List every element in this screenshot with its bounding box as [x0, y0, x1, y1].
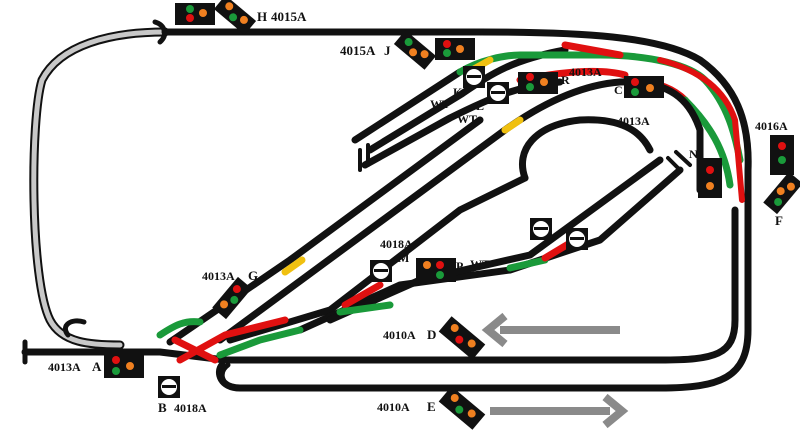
hidden-track: [29, 27, 170, 350]
label-c: C: [614, 83, 623, 97]
track-m-to-n-b: [326, 156, 664, 324]
label-f: F: [775, 213, 783, 228]
label-r: R: [561, 73, 570, 87]
route-occupied-m: [341, 281, 384, 309]
buffer-stop-icon: [152, 19, 168, 45]
track-oval-inner-b: [226, 174, 529, 344]
model-c: 4013A: [617, 114, 650, 128]
label-p: P: [456, 259, 463, 273]
route-clear-p: [506, 256, 549, 272]
signal-icon: [770, 135, 794, 175]
track-inner-oval: [216, 78, 704, 344]
route-clear-crossover: [156, 318, 304, 359]
signal-icon: [212, 276, 252, 320]
shunt-signal-icon: [487, 82, 509, 104]
wt-l: WT: [457, 112, 477, 126]
model-r: 4013A: [569, 65, 602, 79]
buffer-stop-icon: [62, 318, 87, 338]
label-a: A: [92, 359, 102, 374]
route-caution-mid: [501, 116, 524, 134]
signal-icon: [416, 258, 456, 282]
model-e: 4010A: [377, 400, 410, 414]
track-main-diagonal: [166, 116, 484, 346]
signal-icon: [763, 171, 800, 215]
label-l: L: [476, 99, 484, 113]
signal-icon: [175, 3, 215, 25]
label-n: N: [689, 147, 698, 161]
signal-icon: [698, 158, 722, 198]
hidden-track-inner: [31, 29, 168, 348]
route-caution-g: [281, 256, 306, 276]
signal-icon: [518, 72, 558, 94]
label-g: G: [248, 268, 258, 283]
buffer-stop-icon: [666, 150, 692, 172]
signal-icon: [624, 76, 664, 98]
model-g: 4013A: [202, 269, 235, 283]
model-f: 4016A: [755, 119, 788, 133]
model-j: 4015A: [340, 43, 376, 58]
track-inner-loop: [36, 206, 739, 364]
signal-icon: [435, 38, 475, 60]
track-oval-inner: [518, 116, 654, 182]
shunt-signal-icon: [463, 66, 485, 88]
label-h: H: [257, 9, 267, 24]
shunt-signal-icon: [566, 228, 588, 250]
buffer-stop-icon: [358, 143, 370, 172]
signal-icon: [438, 316, 486, 360]
label-d: D: [427, 327, 436, 342]
label-e: E: [427, 399, 436, 414]
model-h: 4015A: [271, 9, 307, 24]
shunt-signal-icon: [158, 376, 180, 398]
route-occupied-right: [657, 57, 745, 203]
label-b: B: [158, 400, 167, 415]
direction-arrow-icon: [481, 312, 620, 348]
label-k: K: [453, 85, 463, 99]
label-m: M: [398, 251, 409, 265]
track-top-main: [161, 28, 752, 392]
route-occupied-crossover: [171, 316, 289, 364]
model-b: 4018A: [174, 401, 207, 415]
signal-icon: [104, 354, 144, 378]
model-d: 4010A: [383, 328, 416, 342]
signal-icon: [393, 30, 437, 70]
route-clear-m: [336, 301, 394, 316]
route-occupied-upper: [561, 41, 624, 59]
model-a: 4013A: [48, 360, 81, 374]
wt-p: WT: [470, 257, 490, 271]
signal-icon: [213, 0, 257, 35]
shunt-signal-icon: [530, 218, 552, 240]
buffer-stop-icon: [219, 362, 235, 389]
model-m: 4018A: [380, 237, 413, 251]
shunt-signal-icon: [370, 260, 392, 282]
wt-k: WT: [430, 97, 450, 111]
direction-arrow-icon: [490, 393, 629, 429]
track-siding-upper-c: [351, 68, 464, 144]
label-j: J: [384, 43, 391, 58]
signal-icon: [438, 386, 486, 430]
